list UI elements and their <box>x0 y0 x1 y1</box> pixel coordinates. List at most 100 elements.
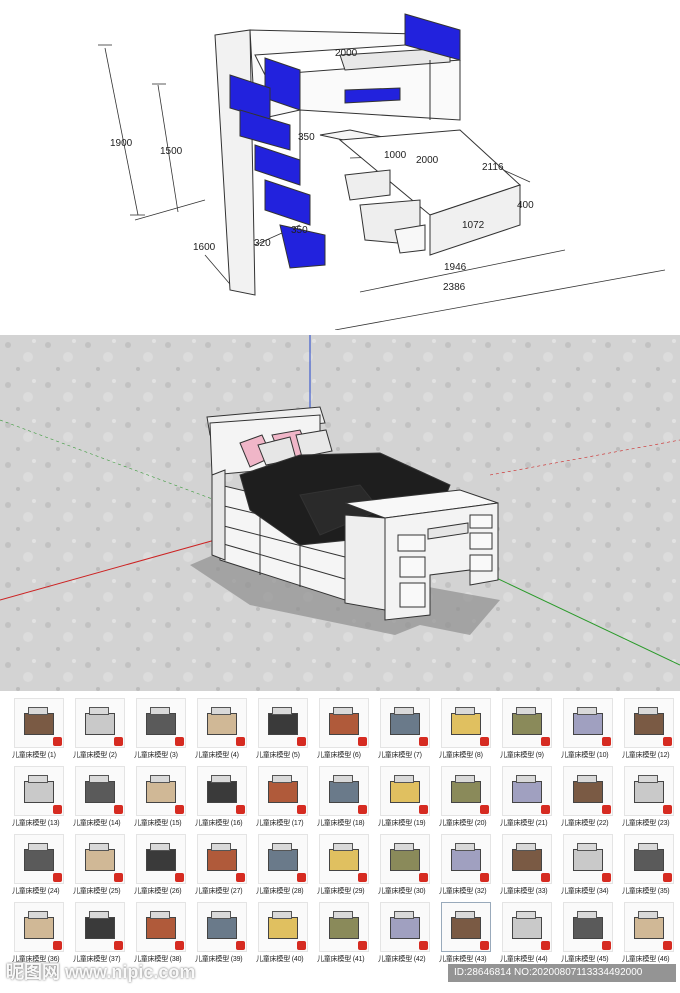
model-shape-top <box>638 843 658 851</box>
model-file-label: 儿童床模型 (39) <box>195 956 243 963</box>
model-thumbnail[interactable]: 儿童床模型 (12) <box>614 695 675 763</box>
model-thumbnail[interactable]: 儿童床模型 (5) <box>248 695 309 763</box>
red-axis-dashed <box>489 439 680 476</box>
sketchup-file-icon <box>236 873 245 882</box>
model-thumbnail[interactable]: 儿童床模型 (4) <box>187 695 248 763</box>
model-shape <box>24 917 54 939</box>
sketchup-file-icon <box>53 941 62 950</box>
model-thumbnail[interactable]: 儿童床模型 (39) <box>187 899 248 967</box>
model-preview-image <box>136 834 186 884</box>
model-thumbnail[interactable]: 儿童床模型 (36) <box>4 899 65 967</box>
model-thumbnail[interactable]: 儿童床模型 (17) <box>248 763 309 831</box>
model-thumbnail[interactable]: 儿童床模型 (40) <box>248 899 309 967</box>
model-thumbnail[interactable]: 儿童床模型 (32) <box>431 831 492 899</box>
model-preview-image <box>258 834 308 884</box>
model-shape <box>329 917 359 939</box>
model-shape-top <box>89 911 109 919</box>
model-thumbnail[interactable]: 儿童床模型 (23) <box>614 763 675 831</box>
model-thumbnail[interactable]: 儿童床模型 (46) <box>614 899 675 967</box>
model-thumbnail[interactable]: 儿童床模型 (44) <box>492 899 553 967</box>
model-thumbnail[interactable]: 儿童床模型 (16) <box>187 763 248 831</box>
model-thumbnail[interactable]: 儿童床模型 (24) <box>4 831 65 899</box>
model-file-label: 儿童床模型 (7) <box>378 752 422 759</box>
model-thumbnail[interactable]: 儿童床模型 (20) <box>431 763 492 831</box>
dimension-drawing-panel: 1900 1500 1600 320 350 2000 2000 1000 21… <box>0 0 680 330</box>
model-preview-image <box>75 834 125 884</box>
model-shape-top <box>394 775 414 783</box>
model-thumbnail[interactable]: 儿童床模型 (22) <box>553 763 614 831</box>
model-thumbnail[interactable]: 儿童床模型 (7) <box>370 695 431 763</box>
model-thumbnail[interactable]: 儿童床模型 (43) <box>431 899 492 967</box>
render-viewport[interactable] <box>0 335 680 691</box>
model-preview-image <box>319 698 369 748</box>
model-thumbnail[interactable]: 儿童床模型 (37) <box>65 899 126 967</box>
sketchup-file-icon <box>358 737 367 746</box>
model-thumbnail[interactable]: 儿童床模型 (45) <box>553 899 614 967</box>
model-library-panel: 儿童床模型 (1)儿童床模型 (2)儿童床模型 (3)儿童床模型 (4)儿童床模… <box>0 693 680 993</box>
model-shape <box>207 781 237 803</box>
model-thumbnail[interactable]: 儿童床模型 (10) <box>553 695 614 763</box>
model-file-label: 儿童床模型 (14) <box>73 820 121 827</box>
model-thumbnail[interactable]: 儿童床模型 (1) <box>4 695 65 763</box>
model-thumbnail[interactable]: 儿童床模型 (28) <box>248 831 309 899</box>
model-thumbnail[interactable]: 儿童床模型 (34) <box>553 831 614 899</box>
sketchup-file-icon <box>297 941 306 950</box>
sketchup-file-icon <box>114 873 123 882</box>
model-thumbnail[interactable]: 儿童床模型 (19) <box>370 763 431 831</box>
model-thumbnail[interactable]: 儿童床模型 (35) <box>614 831 675 899</box>
model-shape <box>85 713 115 735</box>
model-shape-top <box>89 775 109 783</box>
sketchup-file-icon <box>602 941 611 950</box>
model-thumbnail[interactable]: 儿童床模型 (6) <box>309 695 370 763</box>
dim-base-length: 1946 <box>444 262 467 273</box>
model-shape <box>451 849 481 871</box>
model-thumbnail[interactable]: 儿童床模型 (29) <box>309 831 370 899</box>
model-preview-image <box>319 834 369 884</box>
model-preview-image <box>75 766 125 816</box>
model-thumbnail[interactable]: 儿童床模型 (3) <box>126 695 187 763</box>
model-thumbnail[interactable]: 儿童床模型 (8) <box>431 695 492 763</box>
sketchup-file-icon <box>236 941 245 950</box>
model-shape-top <box>28 707 48 715</box>
model-thumbnail[interactable]: 儿童床模型 (14) <box>65 763 126 831</box>
model-shape <box>573 917 603 939</box>
model-thumbnail[interactable]: 儿童床模型 (41) <box>309 899 370 967</box>
model-thumbnail[interactable]: 儿童床模型 (13) <box>4 763 65 831</box>
model-file-label: 儿童床模型 (27) <box>195 888 243 895</box>
model-file-label: 儿童床模型 (44) <box>500 956 548 963</box>
model-shape-top <box>28 911 48 919</box>
model-thumbnail[interactable]: 儿童床模型 (9) <box>492 695 553 763</box>
model-thumbnail[interactable]: 儿童床模型 (2) <box>65 695 126 763</box>
model-thumbnail[interactable]: 儿童床模型 (26) <box>126 831 187 899</box>
model-shape <box>451 917 481 939</box>
model-preview-image <box>319 902 369 952</box>
model-file-label: 儿童床模型 (24) <box>12 888 60 895</box>
model-thumbnail[interactable]: 儿童床模型 (38) <box>126 899 187 967</box>
model-shape-top <box>333 707 353 715</box>
model-thumbnail[interactable]: 儿童床模型 (21) <box>492 763 553 831</box>
model-shape <box>390 917 420 939</box>
model-shape <box>268 849 298 871</box>
model-thumbnail[interactable]: 儿童床模型 (15) <box>126 763 187 831</box>
model-thumbnail[interactable]: 儿童床模型 (25) <box>65 831 126 899</box>
model-shape-top <box>28 775 48 783</box>
model-preview-image <box>624 902 674 952</box>
model-shape-top <box>638 911 658 919</box>
model-file-label: 儿童床模型 (5) <box>256 752 300 759</box>
model-file-label: 儿童床模型 (29) <box>317 888 365 895</box>
model-shape-top <box>28 843 48 851</box>
model-thumbnail[interactable]: 儿童床模型 (18) <box>309 763 370 831</box>
model-preview-image <box>75 698 125 748</box>
model-shape <box>451 713 481 735</box>
dim-step-depth: 320 <box>254 238 271 249</box>
model-thumbnail[interactable]: 儿童床模型 (27) <box>187 831 248 899</box>
sketchup-file-icon <box>480 805 489 814</box>
model-file-label: 儿童床模型 (23) <box>622 820 670 827</box>
model-file-label: 儿童床模型 (9) <box>500 752 544 759</box>
model-thumbnail[interactable]: 儿童床模型 (42) <box>370 899 431 967</box>
model-thumbnail[interactable]: 儿童床模型 (33) <box>492 831 553 899</box>
sketchup-file-icon <box>663 873 672 882</box>
model-preview-image <box>258 902 308 952</box>
sketchup-file-icon <box>358 873 367 882</box>
model-thumbnail[interactable]: 儿童床模型 (30) <box>370 831 431 899</box>
